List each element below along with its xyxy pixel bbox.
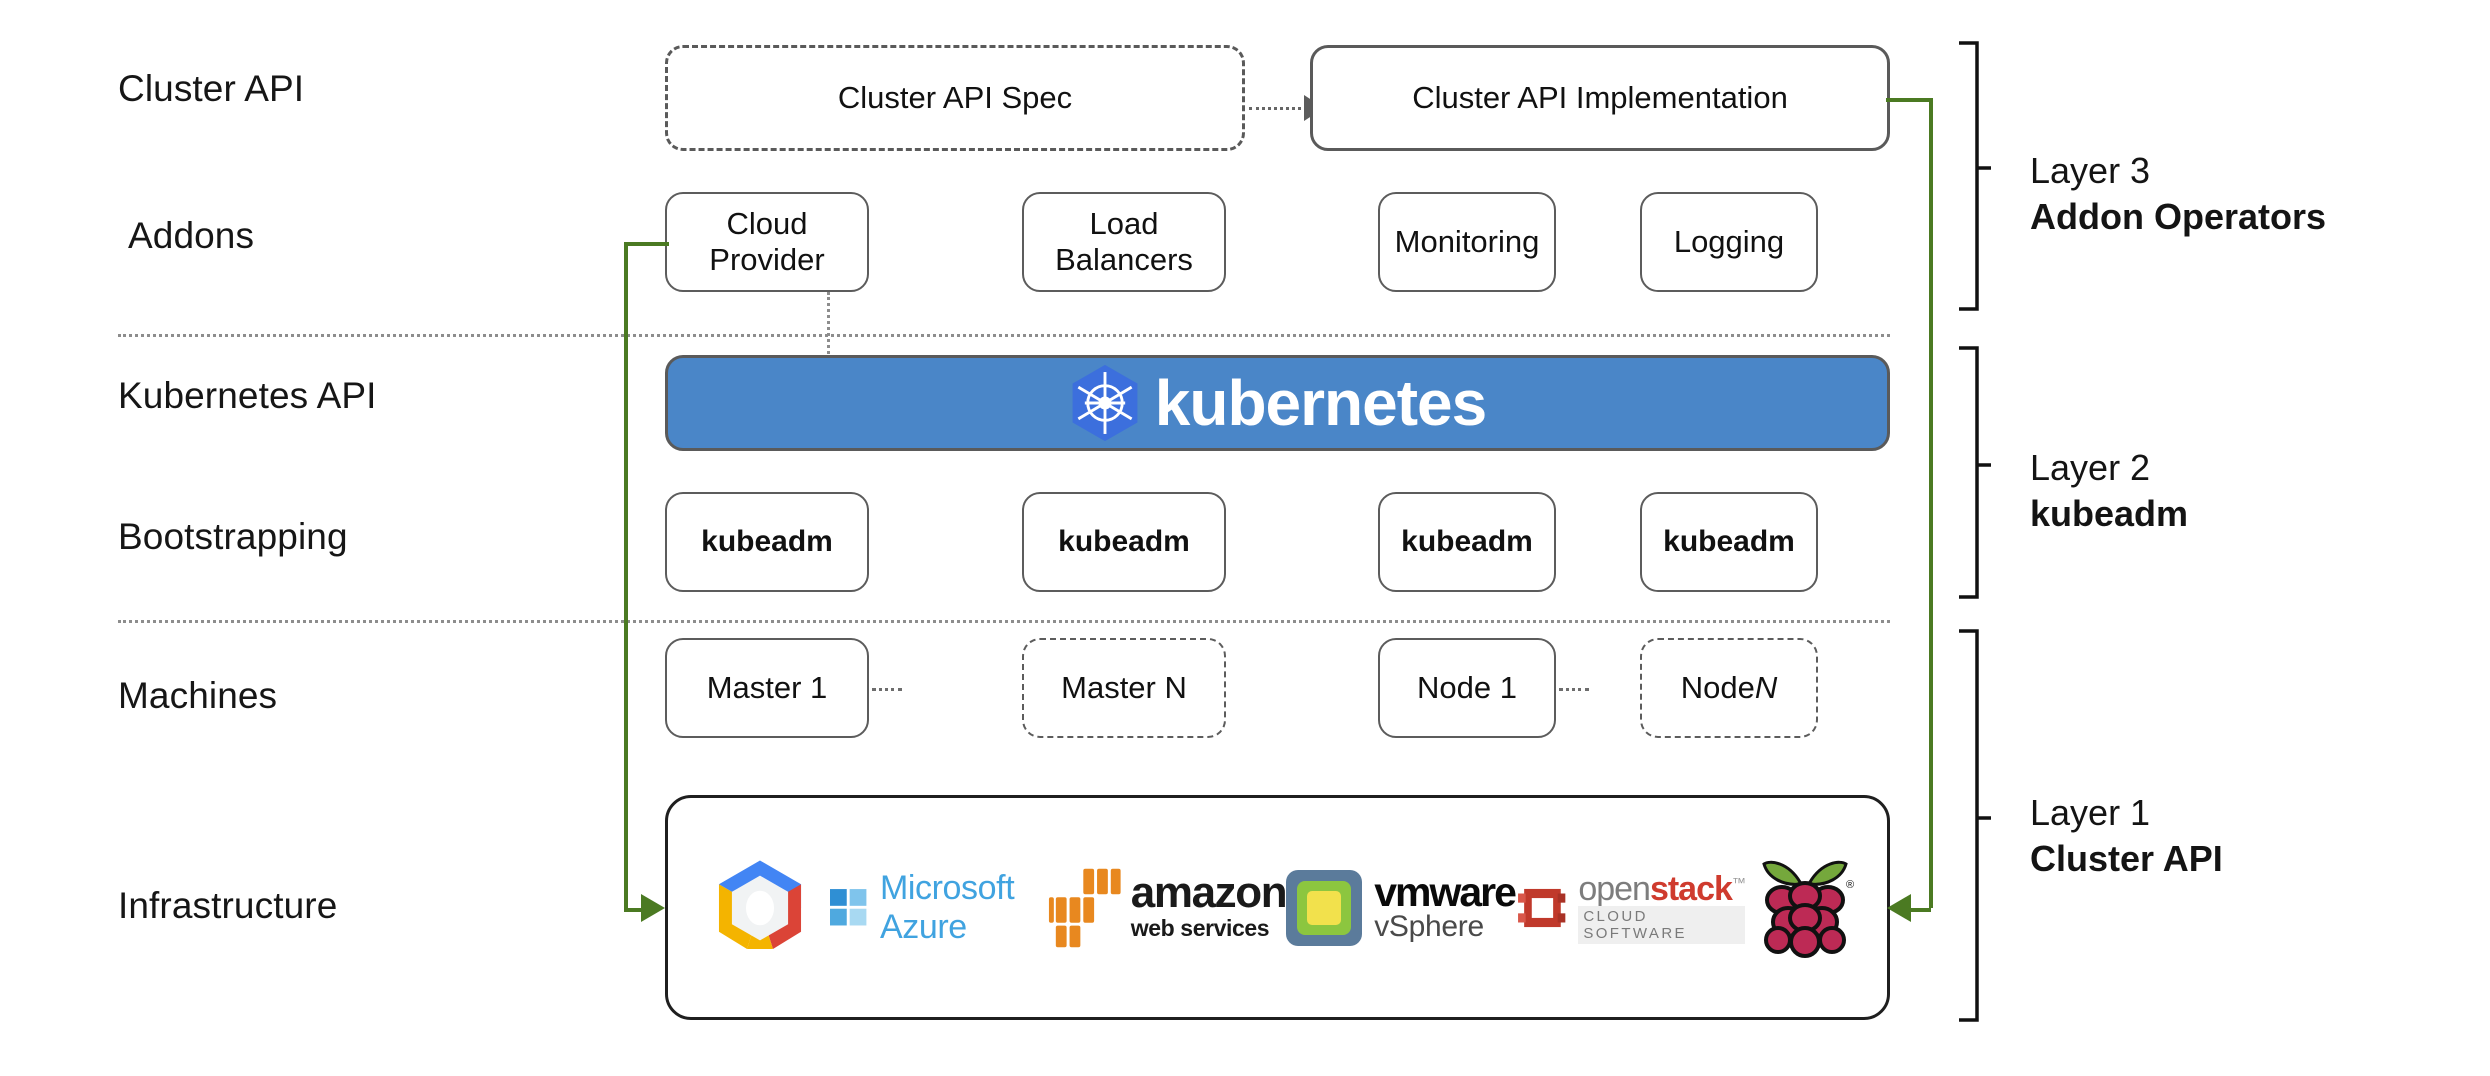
- green-flow-right-arrowhead: [1887, 894, 1911, 922]
- vmware-wordmark: vmware: [1374, 869, 1517, 916]
- layer-1-title: Layer 1: [2030, 792, 2151, 833]
- row-label-machines: Machines: [118, 675, 278, 716]
- openstack-trademark: ™: [1731, 874, 1746, 891]
- layer-3-subtitle: Addon Operators: [2030, 196, 2327, 238]
- addon-box-cloud-provider[interactable]: Cloud Provider: [665, 192, 869, 292]
- amazon-wordmark: amazon: [1130, 868, 1288, 918]
- cluster-api-spec-box[interactable]: Cluster API Spec: [665, 45, 1245, 151]
- row-label-cluster-api: Cluster API: [118, 68, 305, 109]
- cluster-api-implementation-box[interactable]: Cluster API Implementation: [1310, 45, 1890, 151]
- green-flow-left-arrowhead: [641, 894, 665, 922]
- layer-3-title: Layer 3: [2030, 150, 2151, 191]
- kubeadm-box-3[interactable]: kubeadm: [1378, 492, 1556, 592]
- layer-3-label: Layer 3 Addon Operators: [2030, 148, 2326, 240]
- addon-box-logging[interactable]: Logging: [1640, 192, 1818, 292]
- green-flow-left-bottom: [624, 908, 646, 912]
- spec-to-impl-connector: [1249, 107, 1307, 110]
- green-flow-right-vertical: [1929, 98, 1933, 908]
- openstack-word-light: open: [1578, 869, 1651, 908]
- vsphere-wordmark: vSphere: [1374, 909, 1484, 943]
- machine-node-n-suffix: N: [1754, 670, 1778, 705]
- raspberry-pi-icon: ®: [1762, 860, 1854, 958]
- openstack-logo: openstack™ CLOUD SOFTWARE: [1515, 869, 1746, 944]
- nodes-ellipsis: [1559, 688, 1589, 691]
- openstack-cloud-software-tag: CLOUD SOFTWARE: [1578, 905, 1745, 944]
- machine-box-node-n[interactable]: Node N: [1640, 638, 1818, 738]
- openstack-cube-icon: [1517, 888, 1566, 927]
- raspberry-pi-logo: ®: [1745, 852, 1865, 964]
- kubernetes-banner[interactable]: kubernetes: [665, 355, 1890, 451]
- openstack-wordmark: openstack™: [1578, 869, 1746, 908]
- layer-2-label: Layer 2 kubeadm: [2030, 445, 2188, 537]
- green-flow-left-vertical: [624, 242, 628, 908]
- row-label-bootstrapping: Bootstrapping: [118, 516, 348, 557]
- layer-2-title: Layer 2: [2030, 447, 2151, 488]
- machine-box-master-n[interactable]: Master N: [1022, 638, 1226, 738]
- row-label-addons: Addons: [128, 215, 255, 256]
- kubeadm-box-2[interactable]: kubeadm: [1022, 492, 1226, 592]
- masters-ellipsis: [872, 688, 902, 691]
- addon-box-load-balancers[interactable]: Load Balancers: [1022, 192, 1226, 292]
- aws-boxes-icon: [1049, 868, 1121, 947]
- layer-1-brace-icon: [1959, 629, 1991, 1022]
- cloud-provider-to-kubernetes-connector: [827, 292, 830, 354]
- gcp-hexagon-icon: [718, 859, 802, 949]
- layer-2-brace-icon: [1959, 346, 1991, 599]
- microsoft-squares-icon: [830, 888, 867, 925]
- kubernetes-wordmark: kubernetes: [1154, 367, 1487, 439]
- layer-1-label: Layer 1 Cluster API: [2030, 790, 2223, 882]
- infrastructure-provider-logos: Microsoft Azure amazon web ser: [690, 845, 1865, 970]
- azure-wordmark: Microsoft Azure: [879, 868, 1015, 946]
- layer-1-subtitle: Cluster API: [2030, 838, 2223, 880]
- aws-web-services-wordmark: web services: [1130, 914, 1270, 941]
- divider-layer3-layer2: [118, 334, 1890, 337]
- row-label-kubernetes-api: Kubernetes API: [118, 375, 377, 416]
- raspberry-pi-trademark: ®: [1846, 879, 1854, 891]
- green-flow-right-top: [1886, 98, 1931, 102]
- layer-2-subtitle: kubeadm: [2030, 493, 2189, 535]
- kubeadm-box-4[interactable]: kubeadm: [1640, 492, 1818, 592]
- row-label-infrastructure: Infrastructure: [118, 885, 338, 926]
- machine-node-n-prefix: Node: [1680, 670, 1755, 705]
- layer-3-brace-icon: [1959, 41, 1991, 311]
- green-flow-left-top: [624, 242, 669, 246]
- kubeadm-box-1[interactable]: kubeadm: [665, 492, 869, 592]
- vsphere-badge-icon: [1286, 869, 1363, 946]
- microsoft-azure-logo: Microsoft Azure: [830, 869, 1046, 947]
- vmware-vsphere-logo: vmware vSphere: [1286, 869, 1517, 946]
- green-flow-right-bottom: [1911, 908, 1931, 912]
- machine-box-node-1[interactable]: Node 1: [1378, 638, 1556, 738]
- amazon-web-services-logo: amazon web services: [1046, 866, 1288, 950]
- openstack-word-bold: stack: [1649, 869, 1733, 908]
- machine-box-master-1[interactable]: Master 1: [665, 638, 869, 738]
- kubernetes-helm-icon: [1072, 364, 1138, 442]
- addon-box-monitoring[interactable]: Monitoring: [1378, 192, 1556, 292]
- google-cloud-platform-logo: [690, 854, 830, 962]
- divider-layer2-layer1: [118, 620, 1890, 623]
